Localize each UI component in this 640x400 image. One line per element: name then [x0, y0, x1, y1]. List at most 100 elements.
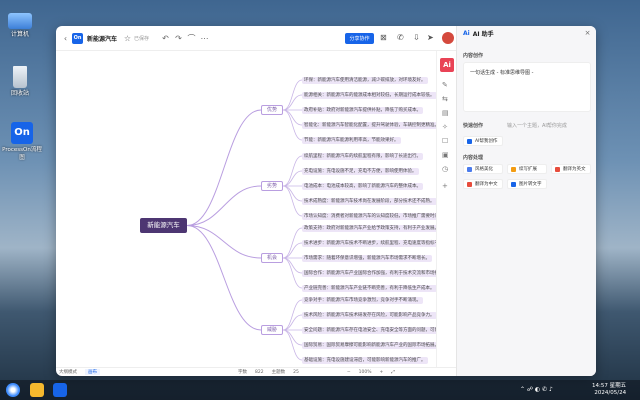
mindmap-branch-node[interactable]: 威胁 [261, 325, 283, 335]
desktop-icon-processon[interactable]: On ProcessOn流程图 [0, 122, 44, 162]
zoom-level[interactable]: 100% [358, 369, 372, 375]
desktop-icon-recycle-bin[interactable]: 回收站 [2, 66, 38, 98]
ai-action-chip[interactable]: 风格美化 [463, 164, 503, 174]
phone-icon[interactable]: ✆ [397, 33, 404, 42]
ai-action-chip[interactable]: 翻译为中文 [463, 179, 503, 189]
tray-icons[interactable]: ⌃ ☍ ◐ ✆ ♪ [520, 386, 553, 393]
mindmap-leaf-node[interactable]: 续航里程：新能源汽车的续航里程有限，影响了长途出行。 [302, 152, 423, 160]
file-manager-icon[interactable] [30, 383, 44, 397]
mindmap-leaf-node[interactable]: 能源相关：新能源汽车的能源成本相对较低，长期运行成本较低。 [302, 91, 437, 99]
mindmap-leaf-node[interactable]: 产业链完善：新能源汽车产业链不断完善，有利于降低生产成本。 [302, 284, 437, 292]
close-icon[interactable]: × [584, 29, 591, 37]
mindmap-leaf-node[interactable]: 技术进步：新能源汽车技术不断进步，续航里程、充电速度等指标不断提升。 [302, 239, 459, 247]
topic-count-value: 25 [293, 369, 299, 375]
mindmap-leaf-node[interactable]: 环保：新能源汽车使用清洁能源，减少碳排放，对环境友好。 [302, 76, 428, 84]
mindmap-leaf-node[interactable]: 政策支持：政府对新能源汽车产业给予政策支持，有利于产业发展。 [302, 224, 441, 232]
action-label: 风格美化 [475, 167, 493, 172]
mindmap-leaf-node[interactable]: 政府补贴：政府对新能源汽车提供补贴，降低了购买成本。 [302, 106, 423, 114]
system-clock[interactable]: 14:57 星期五 2024/05/24 [592, 383, 626, 397]
mindmap-leaf-node[interactable]: 竞争对手：新能源汽车市场竞争激烈，竞争对手不断涌现。 [302, 296, 423, 304]
connector-line [282, 257, 303, 274]
back-icon[interactable]: ‹ [63, 33, 68, 43]
ai-action-chip[interactable]: 翻译为英文 [551, 164, 591, 174]
connector-line [282, 299, 303, 331]
clock-date: 2024/05/24 [594, 390, 627, 396]
processon-logo[interactable]: On [72, 32, 83, 44]
ai-logo-icon: Ai [463, 29, 470, 37]
mindmap-leaf-node[interactable]: 市场认知度：消费者对新能源汽车的认知度较低，市场推广需要时间。 [302, 212, 446, 220]
send-icon[interactable]: ➤ [427, 33, 434, 42]
image-icon[interactable]: ▣ [442, 151, 449, 159]
mindmap-root-node[interactable]: 新能源汽车 [140, 218, 187, 233]
page-tab[interactable]: 画布 [85, 369, 100, 375]
share-button[interactable]: 分享协作 [345, 33, 374, 44]
editor-toolbar: ‹ On 新能源汽车 ☆ 已保存 ↶ ↷ ⌒ ⋯ [56, 26, 456, 51]
mindmap-canvas[interactable]: 新能源汽车 优势 环保：新能源汽车使用清洁能源，减少碳排放，对环境友好。能源相关：… [56, 51, 477, 367]
download-icon[interactable]: ⇩ [413, 33, 420, 42]
layout-icon[interactable]: ⇆ [442, 95, 448, 103]
connector-line [282, 170, 303, 187]
mindmap-leaf-node[interactable]: 智能化：新能源汽车智能化配置，提升驾驶体验，车辆控制更精准。 [302, 121, 441, 129]
redo-icon[interactable]: ↷ [175, 33, 182, 43]
quick-create-hint: 输入一个主题，AI帮你完成 [507, 123, 567, 129]
action-icon [555, 166, 560, 172]
format-painter-icon[interactable]: ⌒ [187, 33, 196, 43]
ai-panel-header: Ai AI 助手 [457, 26, 596, 40]
content-creation-label: 内容创作 [463, 53, 484, 59]
connector-line [282, 227, 303, 259]
ai-assistant-button[interactable]: Ai [440, 58, 454, 72]
sparkle-icon [467, 138, 472, 144]
mindmap-leaf-node[interactable]: 充电设施：充电设施不足，充电不方便，影响使用体验。 [302, 167, 419, 175]
connector-line [186, 109, 262, 226]
zoom-in-icon[interactable]: + [379, 369, 384, 375]
magic-icon[interactable]: ✧ [442, 123, 448, 131]
mindmap-leaf-node[interactable]: 国际合作：新能源汽车产业国际合作加强，有利于技术交流和市场拓展。 [302, 269, 450, 277]
zoom-out-icon[interactable]: − [346, 369, 351, 375]
style-icon[interactable]: ✎ [442, 81, 448, 89]
ai-action-chip[interactable]: 续写扩展 [507, 164, 547, 174]
undo-icon[interactable]: ↶ [162, 33, 169, 43]
mindmap-leaf-node[interactable]: 基础设施：充电设施建设滞后，可能影响新能源汽车的推广。 [302, 356, 428, 364]
mindmap-branch-node[interactable]: 优势 [261, 105, 283, 115]
prompt-card[interactable]: 一句话生成 - 标准思维导图 - [463, 62, 591, 112]
star-icon[interactable]: ☆ [123, 33, 132, 43]
ai-create-button[interactable]: AI帮我创作 [463, 136, 503, 146]
add-icon[interactable]: + [442, 182, 448, 190]
ai-action-chip[interactable]: 图片转文字 [507, 179, 547, 189]
connector-line [282, 314, 303, 331]
connector-line [282, 94, 303, 111]
processon-taskbar-icon[interactable] [53, 383, 67, 397]
mindmap-leaf-node[interactable]: 技术风险：新能源汽车技术研发存在风险，可能影响产品竞争力。 [302, 311, 437, 319]
start-menu-icon[interactable] [6, 383, 20, 397]
save-status: 已保存 [134, 35, 150, 42]
comment-icon[interactable]: ☐ [442, 137, 449, 145]
ai-assistant-panel: Ai AI 助手 × 内容创作 一句话生成 - 标准思维导图 - 快速创作 输入… [456, 26, 596, 376]
user-avatar[interactable] [442, 32, 454, 44]
mindmap-connectors [186, 79, 303, 361]
mindmap-leaf-node[interactable]: 国际贸易：国际贸易摩擦可能影响新能源汽车产业的国际市场拓展。 [302, 341, 441, 349]
outline-mode-toggle[interactable]: 大纲模式 [59, 370, 77, 375]
export-icon[interactable]: ⊠ [380, 33, 387, 42]
fullscreen-icon[interactable]: ⤢ [391, 370, 395, 375]
app-window: ‹ On 新能源汽车 ☆ 已保存 ↶ ↷ ⌒ ⋯ 分享协作 ⊠ ✆ ⇩ ➤ 新能… [56, 26, 596, 376]
theme-icon[interactable]: ▤ [442, 109, 449, 117]
action-icon [467, 166, 472, 172]
more-icon[interactable]: ⋯ [200, 33, 209, 43]
history-icon[interactable]: ◷ [442, 165, 449, 173]
recycle-bin-icon [13, 66, 27, 88]
connector-line [282, 257, 303, 289]
content-process-label: 内容处理 [463, 155, 484, 161]
desktop-icon-computer[interactable]: 计算机 [2, 10, 38, 39]
prompt-text: 一句话生成 - 标准思维导图 - [470, 70, 534, 76]
mindmap-leaf-node[interactable]: 技术成熟度：新能源汽车技术尚在发展阶段，部分技术还不成熟。 [302, 197, 437, 205]
document-title[interactable]: 新能源汽车 [87, 35, 118, 43]
mindmap-leaf-node[interactable]: 电池成本：电池成本较高，影响了新能源汽车的整体成本。 [302, 182, 423, 190]
mindmap-leaf-node[interactable]: 安全问题：新能源汽车存在电池安全、充电安全等方面的问题，可能影响消费者信心。 [302, 326, 477, 334]
status-bar: 大纲模式 画布 字数 822 主题数 25 − 100% + ⤢ [56, 367, 456, 376]
mindmap-branch-node[interactable]: 劣势 [261, 181, 283, 191]
mindmap-leaf-node[interactable]: 节能：新能源汽车能源利用率高，节能效果好。 [302, 136, 401, 144]
action-icon [467, 181, 472, 187]
mindmap-branch-node[interactable]: 机会 [261, 253, 283, 263]
mindmap-leaf-node[interactable]: 市场需求：随着环保意识增强，新能源汽车市场需求不断增长。 [302, 254, 432, 262]
word-count-label: 字数 [238, 370, 247, 375]
